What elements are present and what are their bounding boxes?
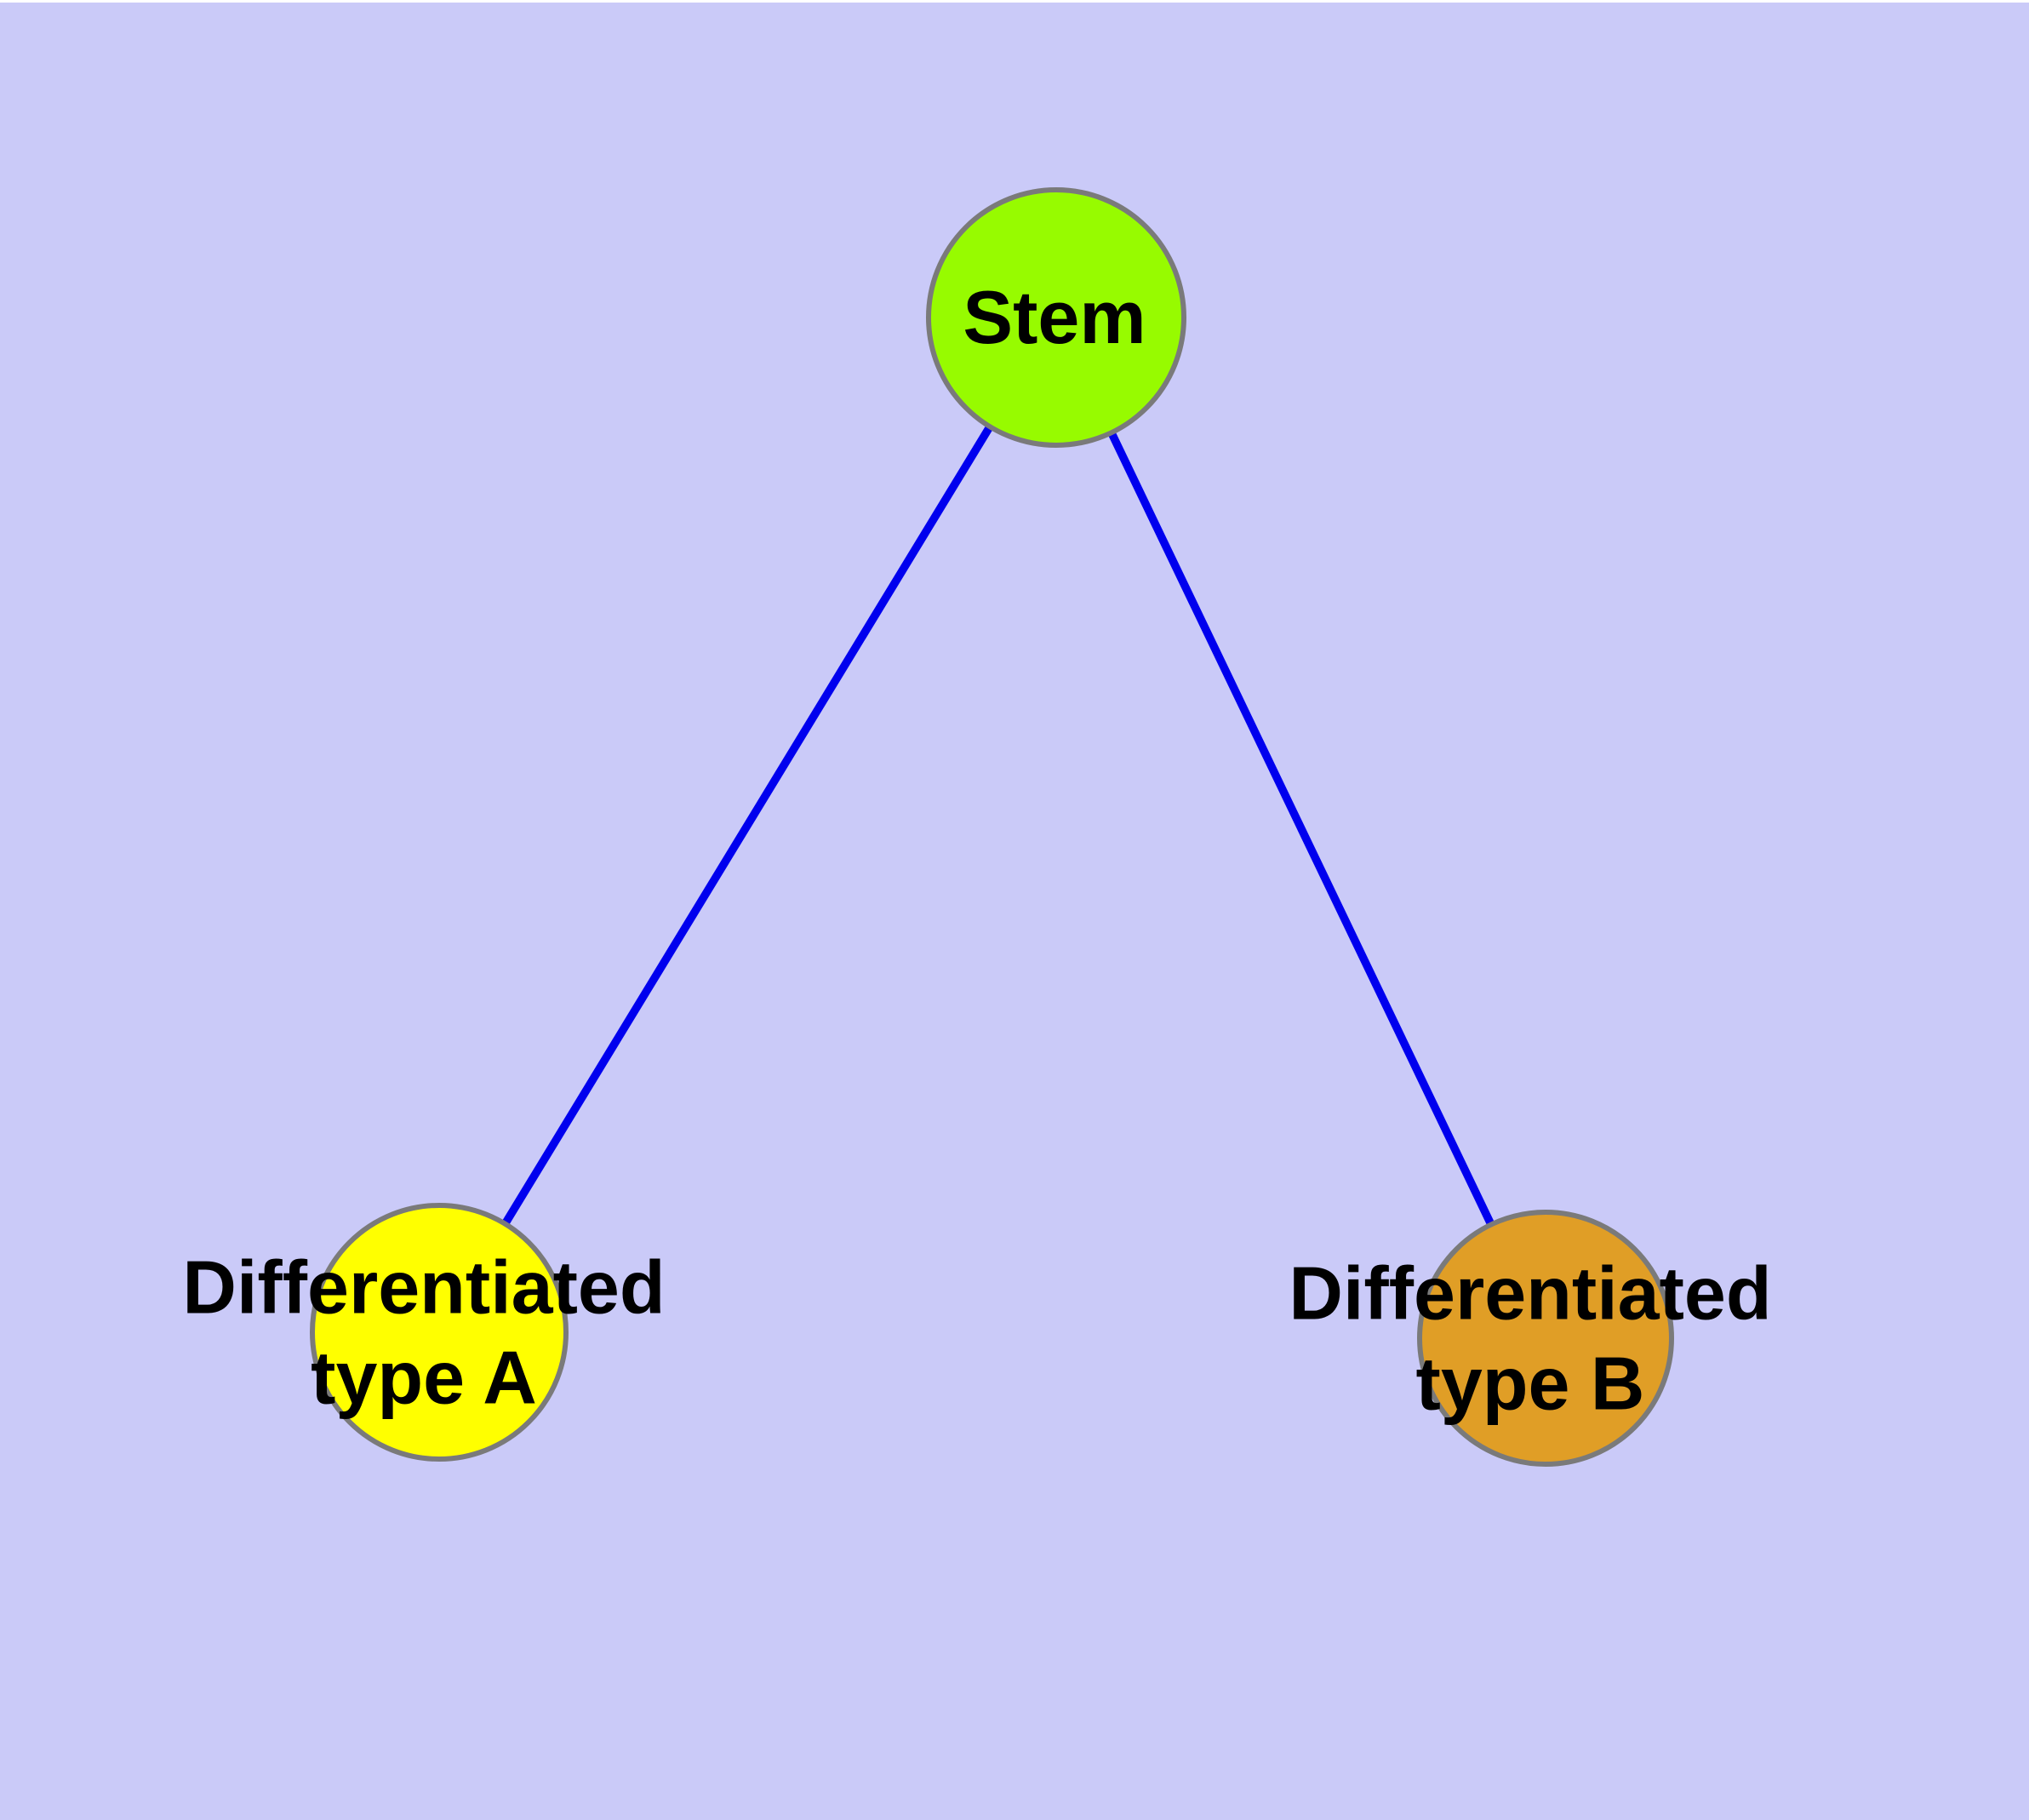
node-differentiated-type-a (310, 1203, 569, 1462)
node-stem (926, 187, 1186, 448)
node-differentiated-type-b (1417, 1210, 1674, 1467)
edge-stem-to-type-a (435, 315, 1060, 1335)
edge-stem-to-type-b (1052, 315, 1550, 1341)
